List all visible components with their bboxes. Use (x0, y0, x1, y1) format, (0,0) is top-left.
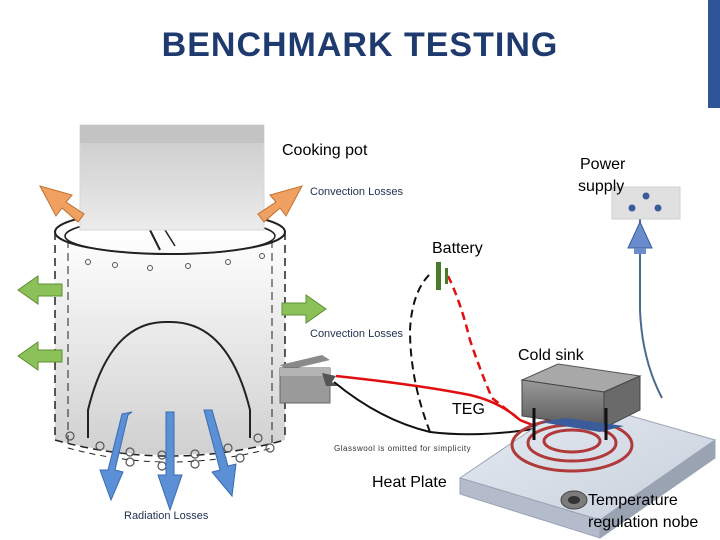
power-supply-label-line2: supply (578, 178, 625, 195)
battery (436, 262, 448, 290)
battery-label: Battery (432, 240, 483, 257)
power-supply (611, 186, 681, 254)
wires (333, 218, 663, 436)
page-title: BENCHMARK TESTING (161, 26, 559, 64)
cold-sink (520, 363, 642, 440)
heat-plate-label: Heat Plate (372, 474, 447, 491)
convection-losses-top-label: Convection Losses (310, 186, 403, 198)
cooking-pot (79, 124, 265, 231)
convection-arrows-top (39, 185, 303, 223)
temperature-knob (560, 490, 588, 510)
convection-arrows-side (17, 275, 327, 371)
teg-label: TEG (452, 401, 485, 418)
temperature-label-line1: Temperature (588, 492, 678, 509)
convection-losses-mid-label: Convection Losses (310, 328, 403, 340)
cooking-pot-label: Cooking pot (282, 142, 368, 159)
accent-bar (708, 0, 720, 108)
temperature-label-line2: regulation nobe (588, 514, 699, 531)
heat-plate (458, 399, 717, 539)
teg-block (279, 355, 338, 404)
power-supply-label-line1: Power (580, 156, 626, 173)
cold-sink-label: Cold sink (518, 347, 584, 364)
radiation-arrows (99, 409, 237, 512)
radiation-losses-label: Radiation Losses (124, 510, 209, 522)
glasswool-note: Glasswool is omitted for simplicity (334, 444, 472, 453)
